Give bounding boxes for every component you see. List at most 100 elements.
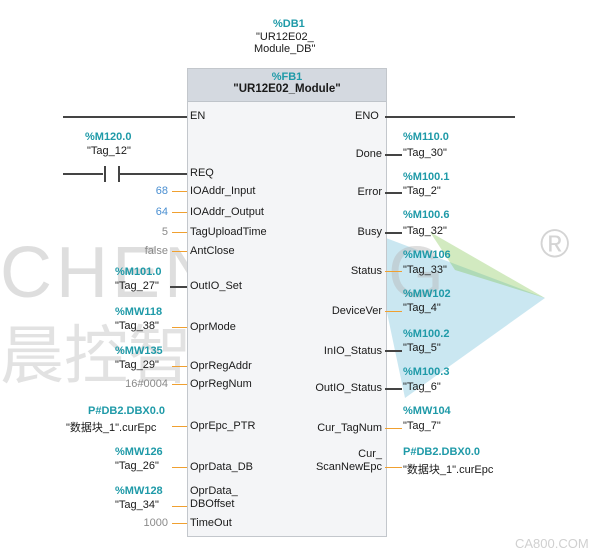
pin-done[interactable]: Done: [355, 148, 382, 160]
pin-opregaddr[interactable]: OprRegAddr: [190, 360, 252, 372]
outio-set-wire: [170, 286, 187, 288]
cur-tagnum-wire: [385, 428, 402, 429]
cur-scannewepc-wire: [385, 467, 402, 468]
ioaddr-output-value[interactable]: 64: [155, 206, 168, 218]
req-contact-bar-right: [118, 166, 120, 182]
opregaddr-address: %MW135: [115, 345, 163, 357]
pin-antclose[interactable]: AntClose: [190, 245, 235, 257]
devicever-address: %MW102: [403, 288, 451, 300]
oprmode-address: %MW118: [115, 306, 163, 318]
ioaddr-input-wire: [172, 191, 187, 192]
pin-req[interactable]: REQ: [190, 167, 214, 179]
pin-cur-scannewepc-line2: ScanNewEpc: [315, 461, 382, 473]
error-tag: "Tag_2": [403, 185, 441, 197]
pin-oprdata-dboffset[interactable]: OprData_ DBOffset: [190, 485, 238, 511]
done-wire: [385, 154, 402, 156]
pin-inio-status[interactable]: InIO_Status: [323, 345, 382, 357]
pin-timeout[interactable]: TimeOut: [190, 517, 232, 529]
status-wire: [385, 271, 402, 272]
outio-status-tag: "Tag_6": [403, 381, 441, 393]
antclose-wire: [172, 251, 187, 252]
antclose-value[interactable]: false: [144, 245, 168, 257]
inio-status-wire: [385, 350, 402, 352]
pin-oprdata-dboffset-line1: OprData_: [190, 485, 238, 497]
oprdata-dboffset-wire: [172, 506, 187, 507]
oprdata-db-wire: [172, 467, 187, 468]
oprdata-db-address: %MW126: [115, 446, 163, 458]
opregaddr-tag: "Tag_29": [115, 359, 159, 371]
function-block-name: "UR12E02_Module": [233, 83, 341, 95]
pin-opregnum[interactable]: OprRegNum: [190, 378, 252, 390]
opregnum-value[interactable]: 16#0004: [125, 378, 168, 390]
cur-scannewepc-tag: "数据块_1".curEpc: [403, 464, 494, 476]
inio-status-address: %M100.2: [403, 328, 450, 340]
outio-status-wire: [385, 388, 402, 390]
pin-status[interactable]: Status: [350, 265, 382, 277]
status-address: %MW106: [403, 249, 451, 261]
opregaddr-wire: [172, 366, 187, 367]
oprdata-dboffset-tag: "Tag_34": [115, 499, 159, 511]
pin-oprdata-db[interactable]: OprData_DB: [190, 461, 253, 473]
watermark-registered: ®: [540, 222, 570, 266]
instance-db-name-line2: Module_DB": [254, 43, 316, 55]
function-block-box[interactable]: %FB1 "UR12E02_Module": [187, 68, 387, 537]
pin-ioaddr-output[interactable]: IOAddr_Output: [190, 206, 264, 218]
outio-set-tag: "Tag_27": [115, 280, 159, 292]
function-block-header: %FB1 "UR12E02_Module": [188, 69, 386, 102]
busy-address: %M100.6: [403, 209, 450, 221]
oprepc-ptr-wire: [172, 426, 187, 427]
devicever-tag: "Tag_4": [403, 302, 441, 314]
pin-error[interactable]: Error: [357, 186, 382, 198]
watermark-site: CA800.COM: [515, 536, 589, 551]
ioaddr-input-value[interactable]: 68: [155, 185, 168, 197]
req-wire-left: [63, 173, 103, 175]
outio-status-address: %M100.3: [403, 366, 450, 378]
watermark-triangle-blue: [370, 232, 545, 398]
cur-tagnum-address: %MW104: [403, 405, 451, 417]
pin-oprepc-ptr[interactable]: OprEpc_PTR: [190, 420, 256, 432]
oprdata-dboffset-address: %MW128: [115, 485, 163, 497]
cur-tagnum-tag: "Tag_7": [403, 420, 441, 432]
busy-tag: "Tag_32": [403, 225, 447, 237]
pin-outio-status[interactable]: OutIO_Status: [315, 382, 382, 394]
eno-wire: [385, 116, 515, 118]
pin-outio-set[interactable]: OutIO_Set: [190, 280, 242, 292]
oprmode-wire: [172, 327, 187, 328]
timeout-wire: [172, 523, 187, 524]
done-tag: "Tag_30": [403, 147, 447, 159]
oprepc-ptr-address: P#DB2.DBX0.0: [88, 405, 166, 417]
pin-cur-tagnum[interactable]: Cur_TagNum: [317, 422, 382, 434]
status-tag: "Tag_33": [403, 264, 447, 276]
pin-cur-scannewepc[interactable]: Cur_ ScanNewEpc: [290, 448, 382, 474]
taguploadtime-value[interactable]: 5: [161, 226, 168, 238]
opregnum-wire: [172, 384, 187, 385]
pin-taguploadtime[interactable]: TagUploadTime: [190, 226, 267, 238]
req-contact-bar-left: [104, 166, 106, 182]
pin-devicever[interactable]: DeviceVer: [331, 305, 382, 317]
busy-wire: [385, 232, 402, 234]
error-address: %M100.1: [403, 171, 450, 183]
cur-scannewepc-address: P#DB2.DBX0.0: [403, 446, 481, 458]
pin-oprmode[interactable]: OprMode: [190, 321, 236, 333]
oprepc-ptr-tag: "数据块_1".curEpc: [66, 422, 157, 434]
en-wire: [63, 116, 187, 118]
error-wire: [385, 192, 402, 194]
pin-ioaddr-input[interactable]: IOAddr_Input: [190, 185, 256, 197]
pin-oprdata-dboffset-line2: DBOffset: [190, 498, 235, 510]
pin-eno[interactable]: ENO: [355, 110, 379, 122]
pin-en[interactable]: EN: [190, 110, 206, 122]
req-contact-tag: "Tag_12": [87, 145, 131, 157]
outio-set-address: %M101.0: [115, 266, 162, 278]
done-address: %M110.0: [403, 131, 449, 143]
req-contact-address: %M120.0: [85, 131, 132, 143]
oprdata-db-tag: "Tag_26": [115, 460, 159, 472]
devicever-wire: [385, 311, 402, 312]
taguploadtime-wire: [172, 232, 187, 233]
oprmode-tag: "Tag_38": [115, 320, 159, 332]
pin-busy[interactable]: Busy: [357, 226, 382, 238]
instance-db-name-line1: "UR12E02_: [256, 31, 314, 43]
inio-status-tag: "Tag_5": [403, 342, 441, 354]
instance-db-address: %DB1: [273, 18, 305, 30]
timeout-value[interactable]: 1000: [143, 517, 168, 529]
